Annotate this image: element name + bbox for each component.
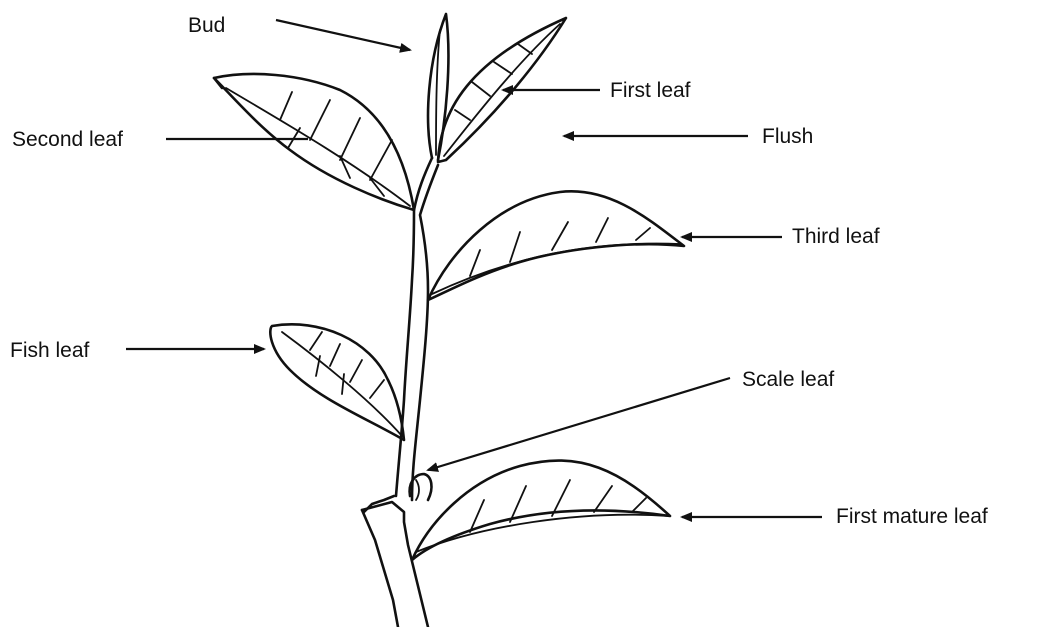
label-bud: Bud — [188, 14, 410, 50]
third-leaf-shape — [428, 191, 684, 300]
second-leaf-shape — [214, 74, 414, 210]
label-third-leaf: Third leaf — [682, 225, 880, 248]
label-fish-leaf: Fish leaf — [10, 339, 264, 362]
flush-label: Flush — [762, 125, 813, 148]
plant-illustration — [214, 14, 684, 627]
first-mature-leaf-shape — [412, 461, 670, 560]
shoot-stem — [396, 158, 438, 500]
scale-leaf-arrow — [428, 378, 730, 470]
scale-leaf-label: Scale leaf — [742, 368, 834, 391]
label-scale-leaf: Scale leaf — [428, 368, 834, 470]
label-flush: Flush — [564, 125, 813, 148]
first-leaf-label: First leaf — [610, 79, 691, 102]
fish-leaf-shape — [270, 324, 404, 440]
bud-arrow — [276, 20, 410, 50]
fish-leaf-label: Fish leaf — [10, 339, 90, 362]
third-leaf-label: Third leaf — [792, 225, 880, 248]
bud-label: Bud — [188, 14, 225, 37]
second-leaf-label: Second leaf — [12, 128, 123, 151]
label-second-leaf: Second leaf — [12, 128, 308, 151]
first-mature-leaf-label: First mature leaf — [836, 505, 988, 528]
label-first-leaf: First leaf — [503, 79, 691, 102]
label-first-mature-leaf: First mature leaf — [682, 505, 988, 528]
old-stem — [362, 496, 428, 627]
bud-shape — [428, 14, 448, 160]
